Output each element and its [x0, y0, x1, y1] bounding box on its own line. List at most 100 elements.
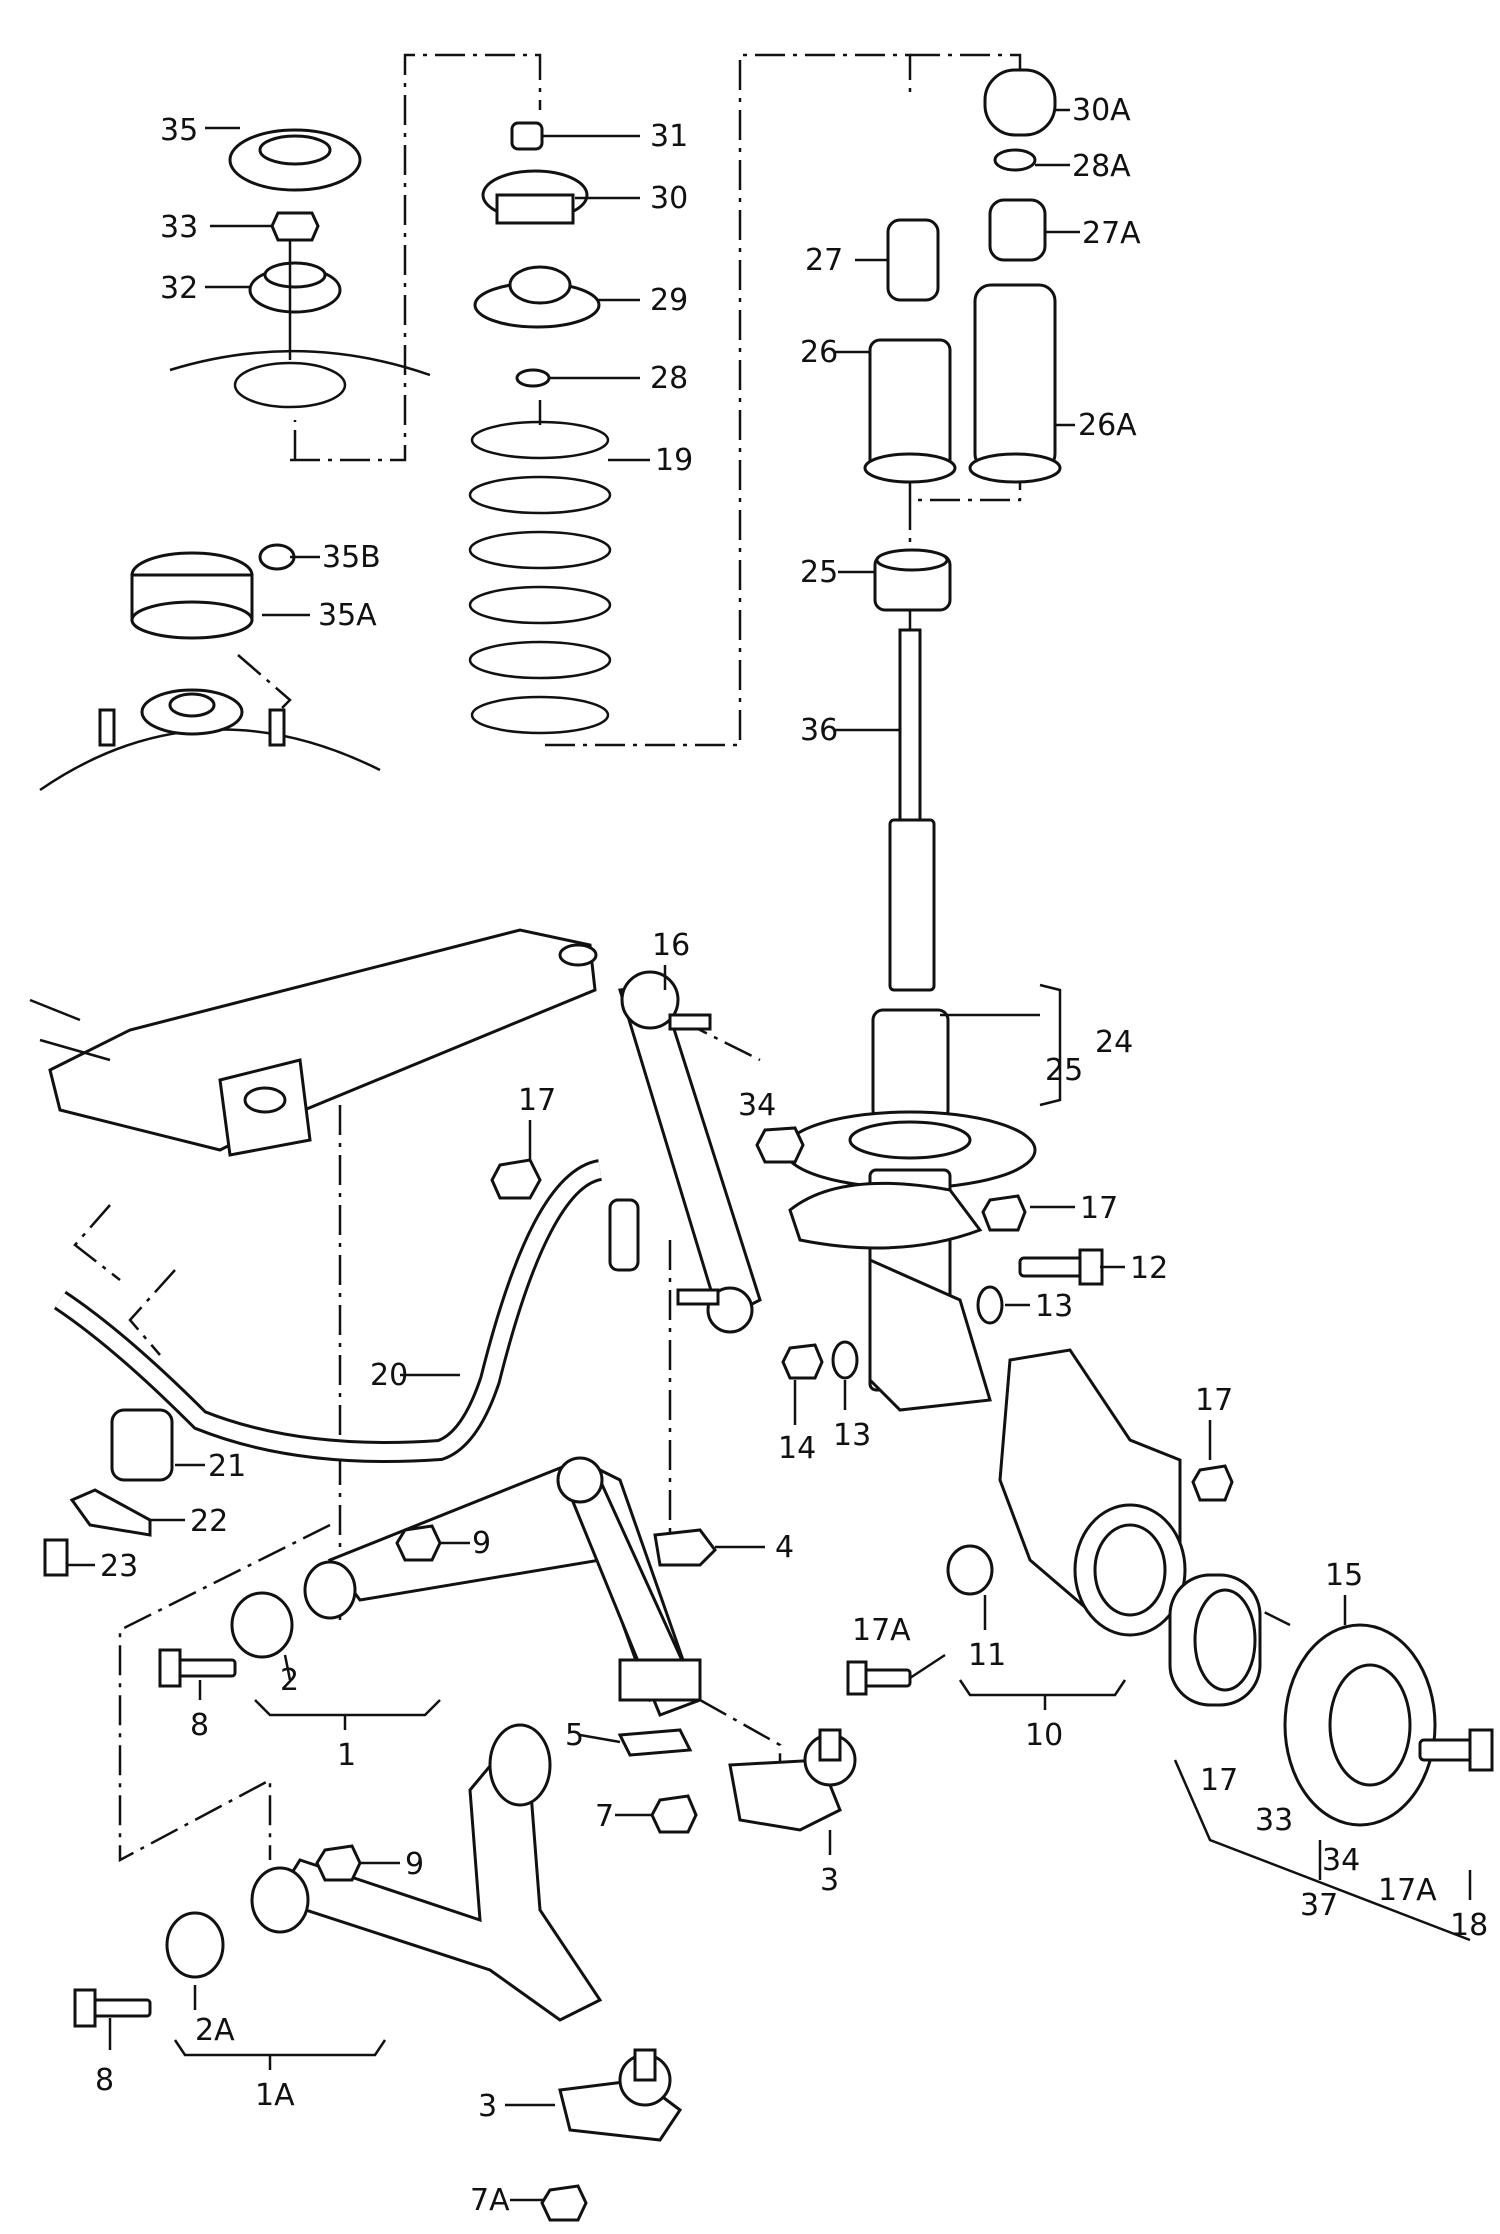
- label-28a: 28A: [1072, 149, 1131, 184]
- sleeve-31: [510, 121, 544, 151]
- callout-labels: 35 33 32 31 30 29 28 19 35B 35A 30A 28A …: [95, 93, 1488, 2218]
- nut-9b: [315, 1844, 362, 1882]
- label-30: 30: [650, 181, 688, 216]
- strut-24: [783, 1008, 1037, 1412]
- label-8-a: 8: [190, 1708, 209, 1743]
- washer-13b: [831, 1340, 859, 1380]
- label-28: 28: [650, 361, 688, 396]
- label-13-a: 13: [1035, 1289, 1073, 1324]
- assembly-lines: [73, 53, 1291, 1863]
- strut-top-mount-group: [169, 128, 431, 409]
- ball-joint-3b: [540, 2048, 683, 2222]
- bump-27a: [988, 198, 1047, 262]
- label-3-b: 3: [478, 2089, 497, 2124]
- nut-7a: [540, 2184, 588, 2222]
- label-23: 23: [100, 1549, 138, 1584]
- label-10: 10: [1025, 1718, 1063, 1753]
- label-17a-b: 17A: [1378, 1873, 1437, 1908]
- ball-joint-3a: [728, 1728, 857, 1832]
- label-27a: 27A: [1082, 216, 1141, 251]
- label-34-a: 34: [738, 1088, 776, 1123]
- label-9-b: 9: [405, 1847, 424, 1882]
- coil-spring-19: [468, 400, 612, 735]
- bolt-23: [43, 1538, 69, 1577]
- label-2: 2: [280, 1663, 299, 1698]
- label-4: 4: [775, 1530, 794, 1565]
- label-7: 7: [595, 1799, 614, 1834]
- label-21: 21: [208, 1449, 246, 1484]
- bump-stop-30a: [983, 68, 1057, 137]
- label-35a: 35A: [318, 598, 377, 633]
- label-7a: 7A: [470, 2183, 510, 2218]
- label-36: 36: [800, 713, 838, 748]
- label-15: 15: [1325, 1558, 1363, 1593]
- label-2a: 2A: [195, 2013, 235, 2048]
- stabilizer-link-16: [618, 970, 762, 1334]
- bushing-11: [946, 1544, 994, 1596]
- label-22: 22: [190, 1504, 228, 1539]
- steering-knuckle-10: [846, 1348, 1234, 1696]
- label-35: 35: [160, 113, 198, 148]
- bump-27: [886, 218, 940, 302]
- leader-lines: [67, 108, 1472, 2202]
- nut-7: [650, 1794, 698, 1834]
- spring-seat-group: [473, 121, 601, 388]
- label-32: 32: [160, 271, 198, 306]
- label-17-b: 17: [1080, 1191, 1118, 1226]
- label-37: 37: [1300, 1888, 1338, 1923]
- label-17-a: 17: [518, 1083, 556, 1118]
- wheel-hub-group: [1168, 1573, 1494, 1827]
- label-17-d: 17: [1200, 1763, 1238, 1798]
- label-19: 19: [655, 443, 693, 478]
- label-25-top: 25: [800, 555, 838, 590]
- label-24: 24: [1095, 1025, 1133, 1060]
- label-33-b: 33: [1255, 1803, 1293, 1838]
- label-16: 16: [652, 928, 690, 963]
- boot-26a: [973, 283, 1057, 472]
- bushing-2: [230, 1591, 294, 1659]
- nut-35b: [258, 543, 296, 571]
- nut-33: [270, 211, 320, 242]
- nut-17b: [981, 1194, 1027, 1232]
- label-35b: 35B: [322, 540, 381, 575]
- label-20: 20: [370, 1358, 408, 1393]
- control-arm-1: [158, 1456, 703, 1717]
- nut-14: [781, 1343, 824, 1380]
- label-17a-a: 17A: [852, 1613, 911, 1648]
- label-5: 5: [565, 1718, 584, 1753]
- label-30a: 30A: [1072, 93, 1131, 128]
- bracket-4: [653, 1528, 717, 1567]
- subframe: [29, 928, 598, 1157]
- clamp-22: [69, 1488, 152, 1537]
- nut-17c: [1191, 1464, 1234, 1502]
- nut-34: [755, 1126, 805, 1164]
- label-26a: 26A: [1078, 408, 1137, 443]
- label-14: 14: [778, 1431, 816, 1466]
- label-31: 31: [650, 119, 688, 154]
- label-25-mid: 25: [1045, 1053, 1083, 1088]
- label-9-a: 9: [472, 1526, 491, 1561]
- label-18: 18: [1450, 1908, 1488, 1943]
- stabilizer-bar-20: [53, 1159, 640, 1463]
- label-12: 12: [1130, 1251, 1168, 1286]
- bushing-21: [110, 1408, 174, 1482]
- washer-28: [515, 368, 551, 388]
- control-arm-1a: [73, 1723, 603, 2028]
- label-26: 26: [800, 335, 838, 370]
- nut-17a: [490, 1158, 542, 1200]
- mount-cover-group: [39, 543, 381, 792]
- label-13-b: 13: [833, 1418, 871, 1453]
- washer-13a: [976, 1285, 1004, 1325]
- label-8-b: 8: [95, 2063, 114, 2098]
- nut-9a: [395, 1524, 442, 1562]
- plate-5: [617, 1728, 693, 1757]
- damper-rod-36: [898, 628, 922, 832]
- label-1: 1: [337, 1738, 356, 1773]
- label-17-c: 17: [1195, 1383, 1233, 1418]
- stab-bushing-group: [43, 1408, 174, 1577]
- label-11: 11: [968, 1638, 1006, 1673]
- label-33: 33: [160, 210, 198, 245]
- label-29: 29: [650, 283, 688, 318]
